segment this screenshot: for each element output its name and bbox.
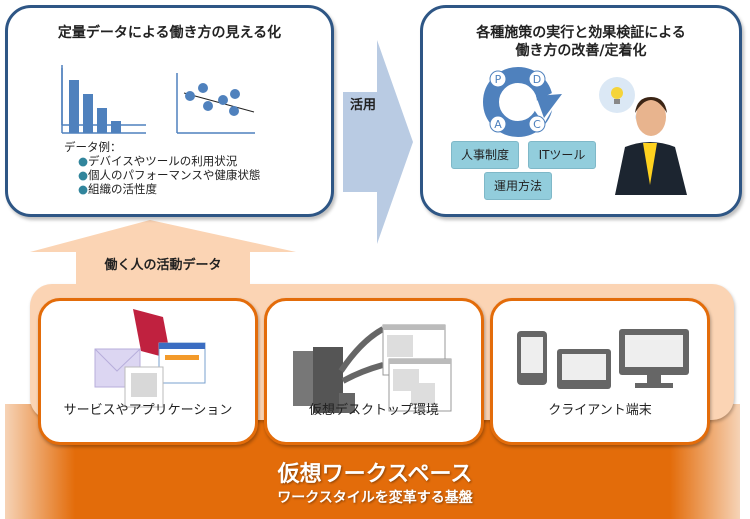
right-arrow xyxy=(343,40,413,244)
client-devices-label: クライアント端末 xyxy=(548,403,652,418)
data-examples: データ例： ●デバイスやツールの利用状況 ●個人のパフォーマンスや健康状態 ●組… xyxy=(64,140,261,196)
activity-data-label: 働く人の活動データ xyxy=(104,258,222,273)
example-item: デバイスやツールの利用状況 xyxy=(88,154,238,168)
improvement-title-line1: 各種施策の実行と効果検証による xyxy=(476,25,686,41)
footer-subtitle: ワークスタイルを変革する基盤 xyxy=(277,490,473,506)
virtual-desktop-label: 仮想デスクトップ環境 xyxy=(308,403,439,418)
pdca-a: A xyxy=(494,118,502,131)
example-item: 個人のパフォーマンスや健康状態 xyxy=(88,168,261,182)
tag-operation: 運用方法 xyxy=(484,172,552,200)
apps-icon xyxy=(94,309,206,408)
improvement-panel: 各種施策の実行と効果検証による 働き方の改善/定着化 xyxy=(420,5,742,217)
apply-label: 活用 xyxy=(350,98,377,113)
businessman-with-idea-icon xyxy=(599,77,687,195)
virtual-desktop-icon xyxy=(293,324,452,413)
client-devices-box: クライアント端末 xyxy=(490,298,710,445)
footer-title: 仮想ワークスペース xyxy=(277,462,473,487)
pdca-c: C xyxy=(533,118,541,131)
up-arrow xyxy=(30,220,296,288)
improvement-title-line2: 働き方の改善/定着化 xyxy=(515,43,647,59)
visualization-panel: 定量データによる働き方の見える化 xyxy=(5,5,334,217)
virtual-desktop-box: 仮想デスクトップ環境 xyxy=(264,298,484,445)
services-apps-box: サービスやアプリケーション xyxy=(38,298,258,445)
pdca-cycle-icon: P D C A xyxy=(483,67,566,137)
client-devices-icon xyxy=(517,329,689,389)
tag-it-tools: ITツール xyxy=(528,141,596,169)
charts-illustration xyxy=(61,68,255,134)
tag-hr-system: 人事制度 xyxy=(451,141,519,169)
pdca-d: D xyxy=(533,73,541,86)
services-apps-label: サービスやアプリケーション xyxy=(63,403,233,418)
examples-label: データ例： xyxy=(64,140,122,154)
visualization-title: 定量データによる働き方の見える化 xyxy=(57,25,282,41)
pdca-p: P xyxy=(495,73,502,86)
example-item: 組織の活性度 xyxy=(88,182,158,196)
